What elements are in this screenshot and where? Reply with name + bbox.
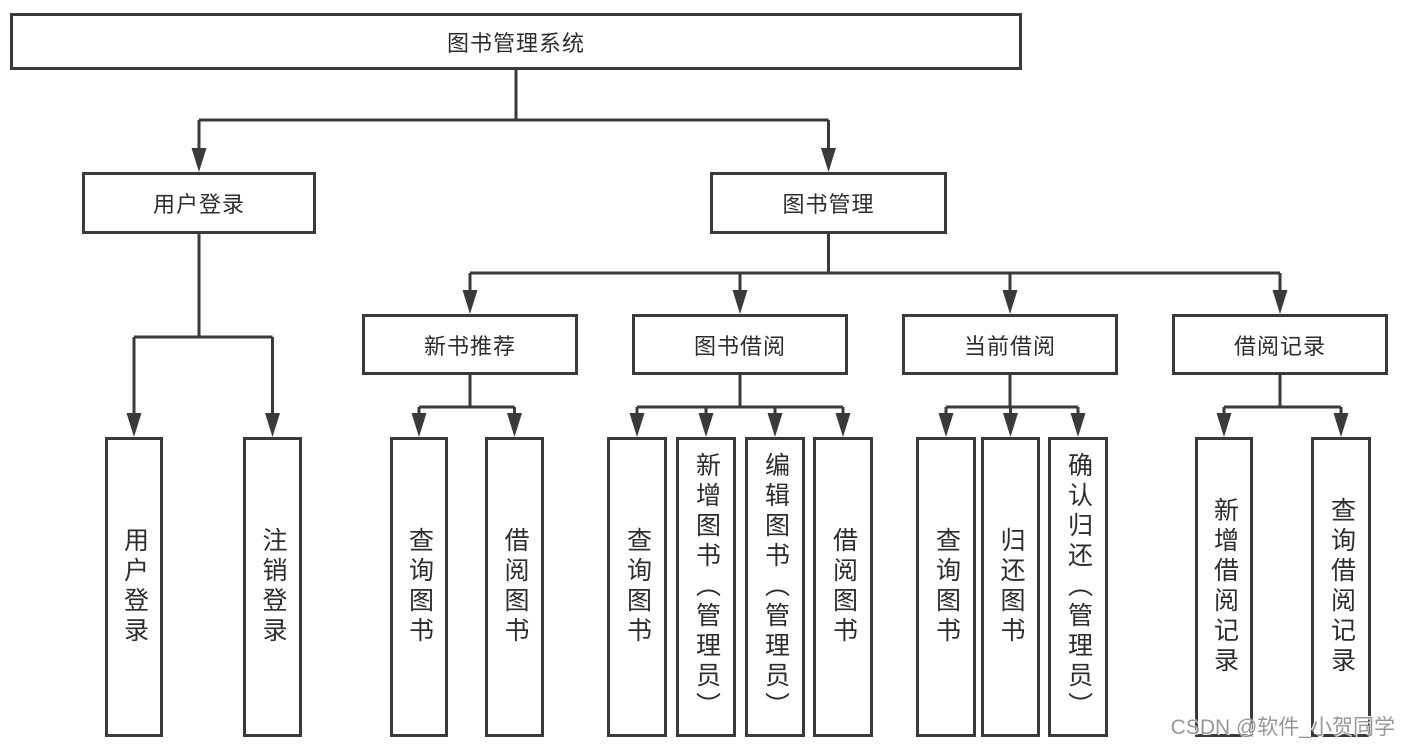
node-user-login: 用户登录: [82, 172, 316, 234]
leaf-logout: 注销登录: [243, 437, 302, 737]
node-book-borrowing: 图书借阅: [632, 314, 848, 375]
arrowhead-icon: [507, 413, 522, 437]
leaf-label: 新增借阅记录: [1210, 497, 1239, 677]
node-new-book-recommend: 新书推荐: [362, 314, 578, 375]
node-label: 当前借阅: [963, 333, 1056, 359]
arrowhead-icon: [629, 413, 645, 437]
leaf-current-confirm-return-admin: 确认归还（管理员）: [1048, 437, 1108, 737]
leaf-borrowing-edit-book-admin: 编辑图书（管理员）: [745, 437, 805, 737]
arrowhead-icon: [191, 148, 207, 172]
leaf-label: 注销登录: [259, 527, 287, 647]
connector-path: [944, 375, 1080, 417]
connector-path: [197, 70, 830, 152]
leaf-label: 编辑图书（管理员）: [761, 452, 790, 722]
leaf-recommend-query-book: 查询图书: [390, 437, 448, 737]
arrowhead-icon: [767, 413, 783, 437]
node-label: 用户登录: [152, 192, 245, 217]
node-label: 借阅记录: [1233, 333, 1326, 359]
node-label: 新书推荐: [423, 333, 516, 359]
arrowhead-icon: [1333, 413, 1349, 437]
leaf-borrowing-query-book: 查询图书: [607, 437, 667, 737]
leaf-borrowing-add-book-admin: 新增图书（管理员）: [676, 437, 736, 737]
arrowhead-icon: [1070, 413, 1086, 437]
arrowhead-icon: [265, 413, 280, 437]
node-current-borrowing: 当前借阅: [902, 314, 1118, 375]
node-label: 图书管理: [782, 192, 875, 217]
leaf-borrowing-borrow-book: 借阅图书: [813, 437, 873, 737]
connector-path: [468, 234, 1282, 294]
connector-path: [417, 375, 516, 417]
arrowhead-icon: [938, 413, 954, 437]
leaf-current-query-book: 查询图书: [916, 437, 976, 737]
leaf-label: 查询图书: [405, 527, 434, 647]
node-library-management-system: 图书管理系统: [10, 13, 1022, 70]
leaf-label: 用户登录: [120, 527, 149, 647]
node-label: 图书管理系统: [446, 30, 585, 56]
leaf-label: 新增图书（管理员）: [692, 452, 721, 722]
leaf-label: 查询图书: [623, 527, 652, 647]
node-borrowing-records: 借阅记录: [1172, 314, 1388, 375]
connector-path: [1222, 375, 1343, 417]
leaf-recommend-borrow-book: 借阅图书: [485, 437, 544, 737]
leaf-label: 归还图书: [997, 527, 1025, 647]
arrowhead-icon: [1272, 290, 1288, 314]
leaf-record-query-borrow-record: 查询借阅记录: [1311, 437, 1371, 737]
leaf-label: 借阅图书: [829, 527, 858, 647]
leaf-label: 确认归还（管理员）: [1064, 452, 1093, 722]
arrowhead-icon: [1003, 413, 1018, 437]
arrowhead-icon: [698, 413, 714, 437]
leaf-label: 查询图书: [932, 527, 961, 647]
leaf-current-return-book: 归还图书: [981, 437, 1040, 737]
leaf-record-add-borrow-record: 新增借阅记录: [1195, 437, 1253, 737]
leaf-user-login: 用户登录: [105, 437, 163, 737]
csdn-watermark: CSDN @软件_小贺同学: [1170, 716, 1395, 739]
arrowhead-icon: [126, 413, 142, 437]
arrowhead-icon: [462, 290, 478, 314]
connector-path: [635, 375, 845, 417]
connector-path: [132, 234, 274, 417]
arrowhead-icon: [1216, 413, 1232, 437]
leaf-label: 查询借阅记录: [1327, 497, 1356, 677]
node-book-management: 图书管理: [710, 172, 947, 234]
arrowhead-icon: [835, 413, 851, 437]
arrowhead-icon: [732, 290, 748, 314]
arrowhead-icon: [1002, 290, 1018, 314]
node-label: 图书借阅: [693, 333, 786, 359]
arrowhead-icon: [411, 413, 427, 437]
arrowhead-icon: [821, 148, 836, 172]
leaf-label: 借阅图书: [501, 527, 529, 647]
